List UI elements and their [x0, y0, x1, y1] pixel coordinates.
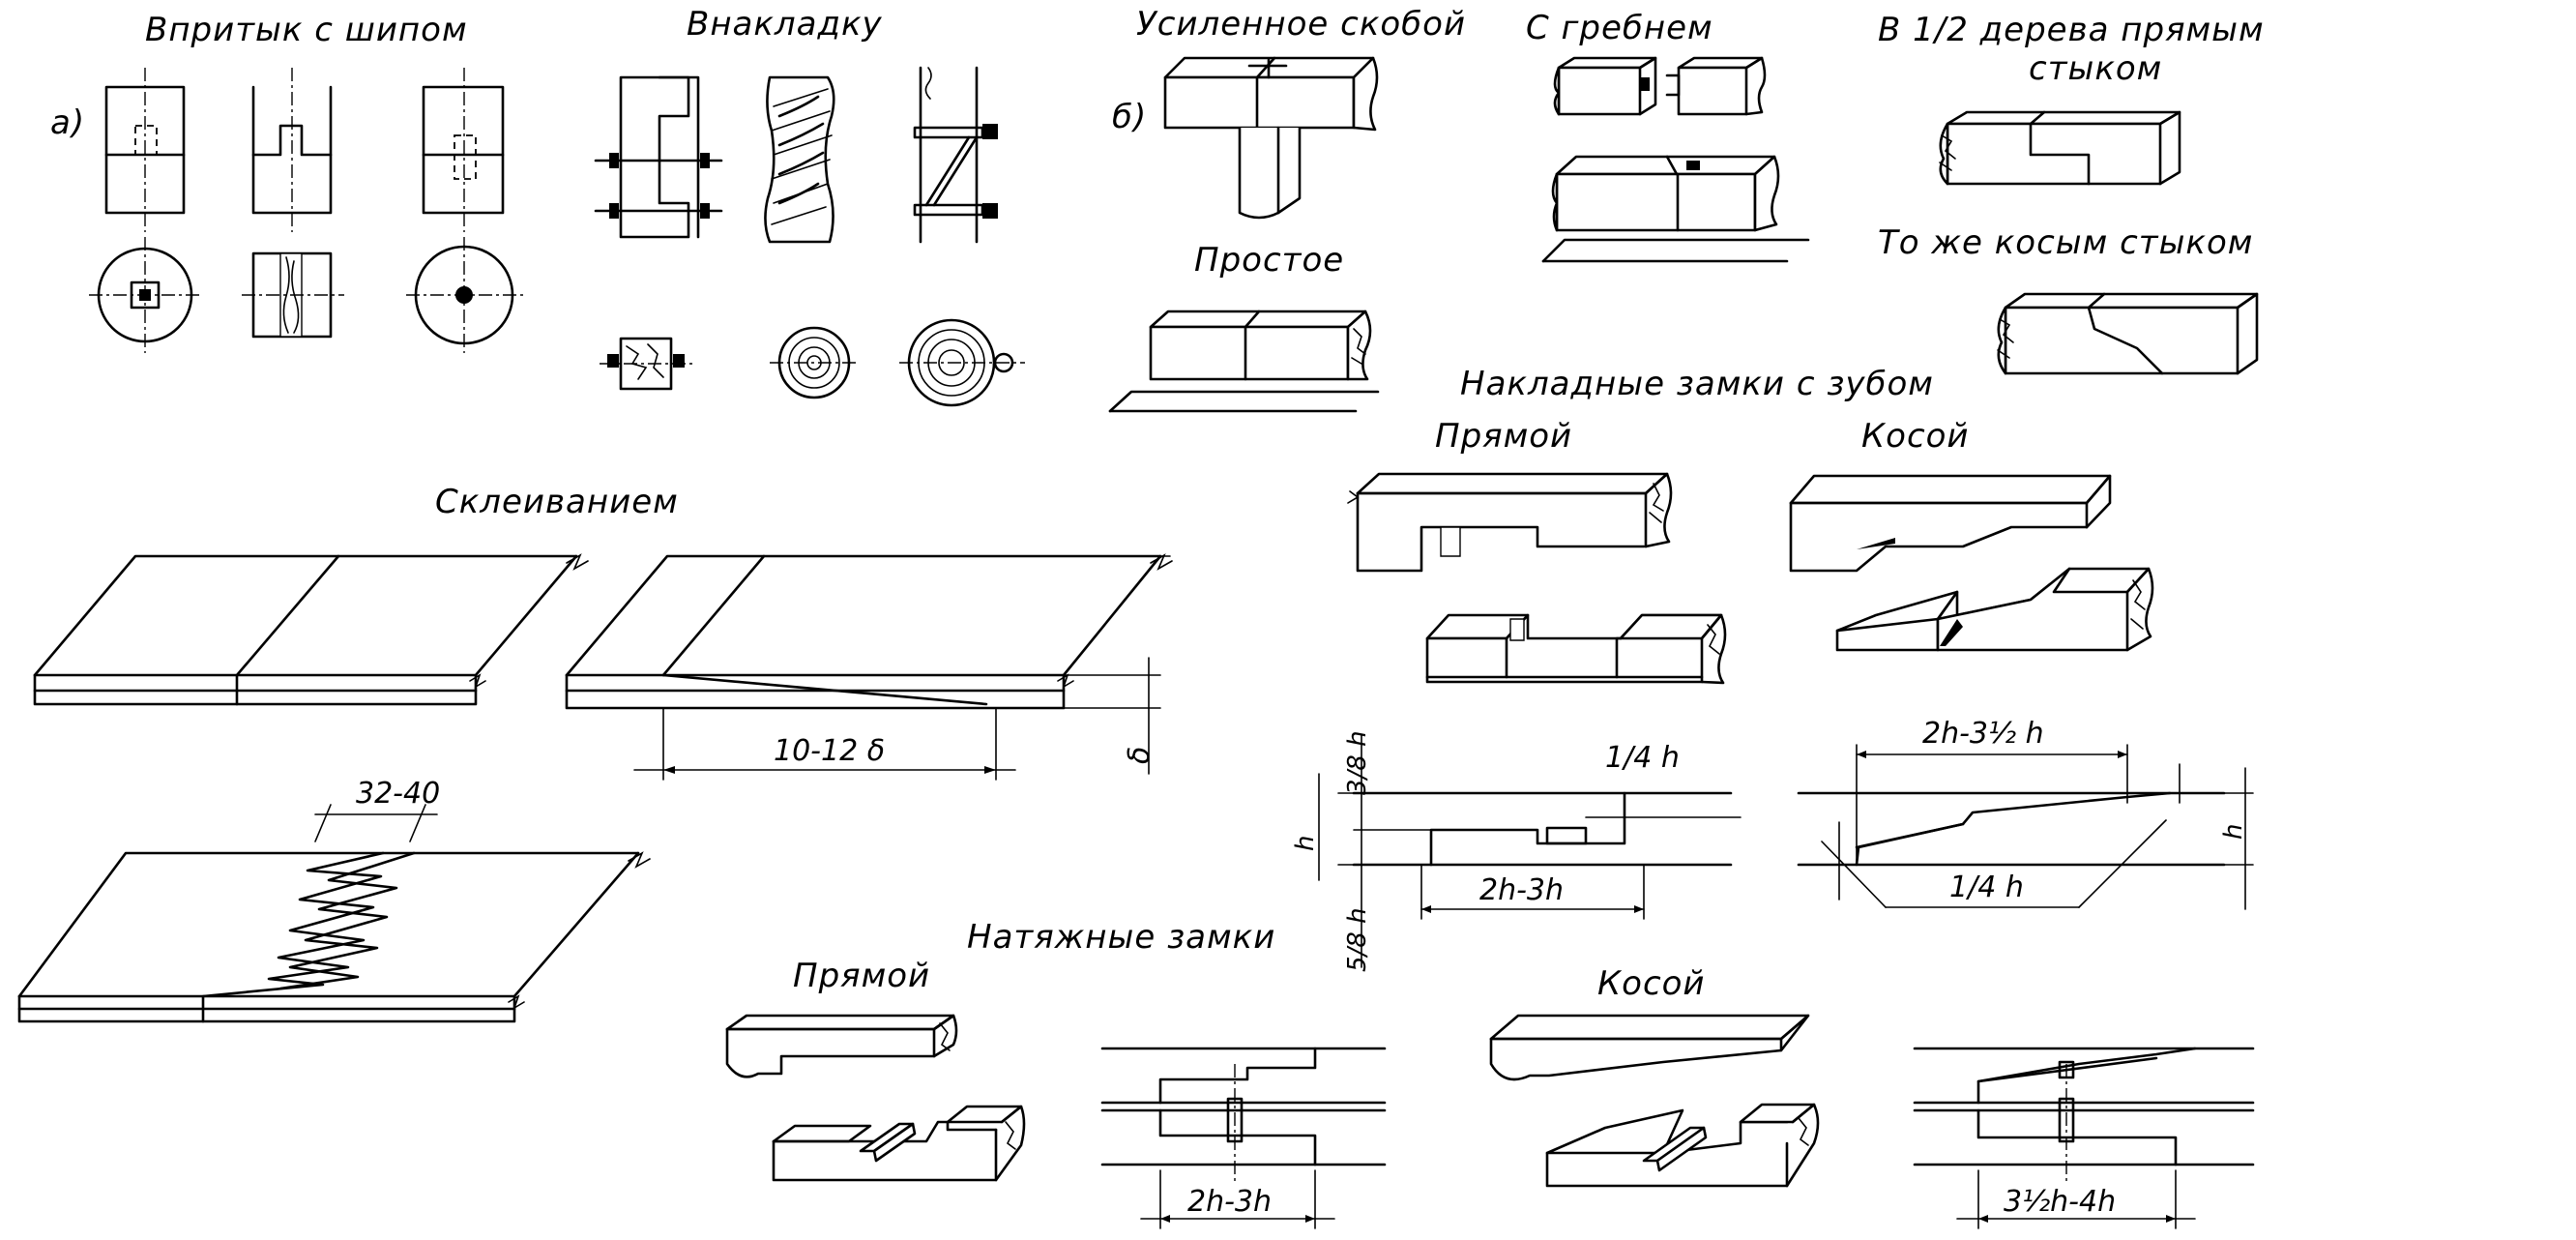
half-oblique-joint [1997, 292, 2259, 375]
tension-straight-upper [725, 1014, 958, 1078]
tooth-length-label: 2h-3h [1479, 873, 1564, 907]
tooth-oblique-label: Косой [1861, 417, 1970, 456]
tension-straight-elevation [1100, 1047, 1387, 1229]
overlay-bolted-elevation [594, 75, 723, 239]
tension-oblique-length-label: 3½h-4h [2004, 1185, 2116, 1219]
overlay-title: Внакладку [687, 5, 883, 44]
half-oblique-title: То же косым стыком [1878, 223, 2253, 262]
glued-finger-board [17, 804, 651, 1023]
tooth-five-eighths-label: 5/8 h [1343, 907, 1372, 972]
butt-tenon-marker: а) [50, 103, 85, 142]
tension-oblique-label: Косой [1597, 964, 1706, 1003]
scarf-length-label: 10-12 δ [774, 734, 885, 768]
tension-oblique-elevation [1913, 1047, 2255, 1229]
overlay-clamp-elevation [913, 66, 998, 244]
tension-straight-lower [772, 1105, 1026, 1182]
tooth-straight-upper [1347, 472, 1673, 573]
tooth-oblique-lower [1835, 567, 2154, 652]
overlay-sections [600, 318, 1025, 407]
glued-butt-board [33, 553, 589, 706]
tooth-three-eighths-label: 3/8 h [1343, 730, 1372, 795]
tension-locks-title: Натяжные замки [967, 918, 1275, 957]
tooth-oblique-elevation [1797, 744, 2254, 910]
tooth-straight-elevation [1318, 734, 1742, 968]
tension-straight-label: Прямой [793, 957, 930, 995]
butt-tenon-sections [89, 237, 524, 353]
simple-title: Простое [1194, 241, 1344, 280]
finger-pitch-label: 32-40 [356, 777, 440, 811]
tooth-oblique-quarter-label: 1/4 h [1949, 871, 2024, 904]
tongue-title: С гребнем [1526, 9, 1713, 47]
half-straight-title-line2: стыком [2029, 49, 2162, 88]
tension-oblique-lower [1545, 1103, 1820, 1188]
tension-oblique-upper [1489, 1014, 1810, 1081]
staple-joint [1163, 56, 1379, 220]
tooth-quarter-label: 1/4 h [1605, 741, 1680, 775]
staple-marker: б) [1112, 98, 1147, 136]
overlay-wire-elevation [764, 75, 835, 244]
glued-scarf-board [565, 553, 1173, 781]
tooth-oblique-upper [1789, 474, 2112, 573]
tooth-straight-lower [1425, 613, 1727, 685]
glued-title: Склеиванием [435, 483, 679, 521]
butt-tenon-elevations [104, 68, 505, 232]
tooth-oblique-h-label: h [2219, 824, 2248, 840]
half-straight-title-line1: В 1/2 дерева прямым [1878, 11, 2265, 49]
tongue-exploded [1553, 56, 1767, 116]
tooth-oblique-length-label: 2h-3½ h [1922, 717, 2044, 751]
tension-length-label: 2h-3h [1187, 1185, 1272, 1219]
tongue-assembled [1541, 155, 1810, 263]
thickness-label: δ [1123, 747, 1156, 764]
simple-joint [1108, 310, 1380, 413]
butt-tenon-title: Впритык с шипом [145, 11, 468, 49]
tooth-h-label: h [1291, 836, 1320, 851]
half-straight-joint [1939, 110, 2181, 186]
tooth-straight-label: Прямой [1435, 417, 1572, 456]
tooth-locks-title: Накладные замки с зубом [1460, 365, 1934, 403]
staple-title: Усиленное скобой [1136, 5, 1466, 44]
